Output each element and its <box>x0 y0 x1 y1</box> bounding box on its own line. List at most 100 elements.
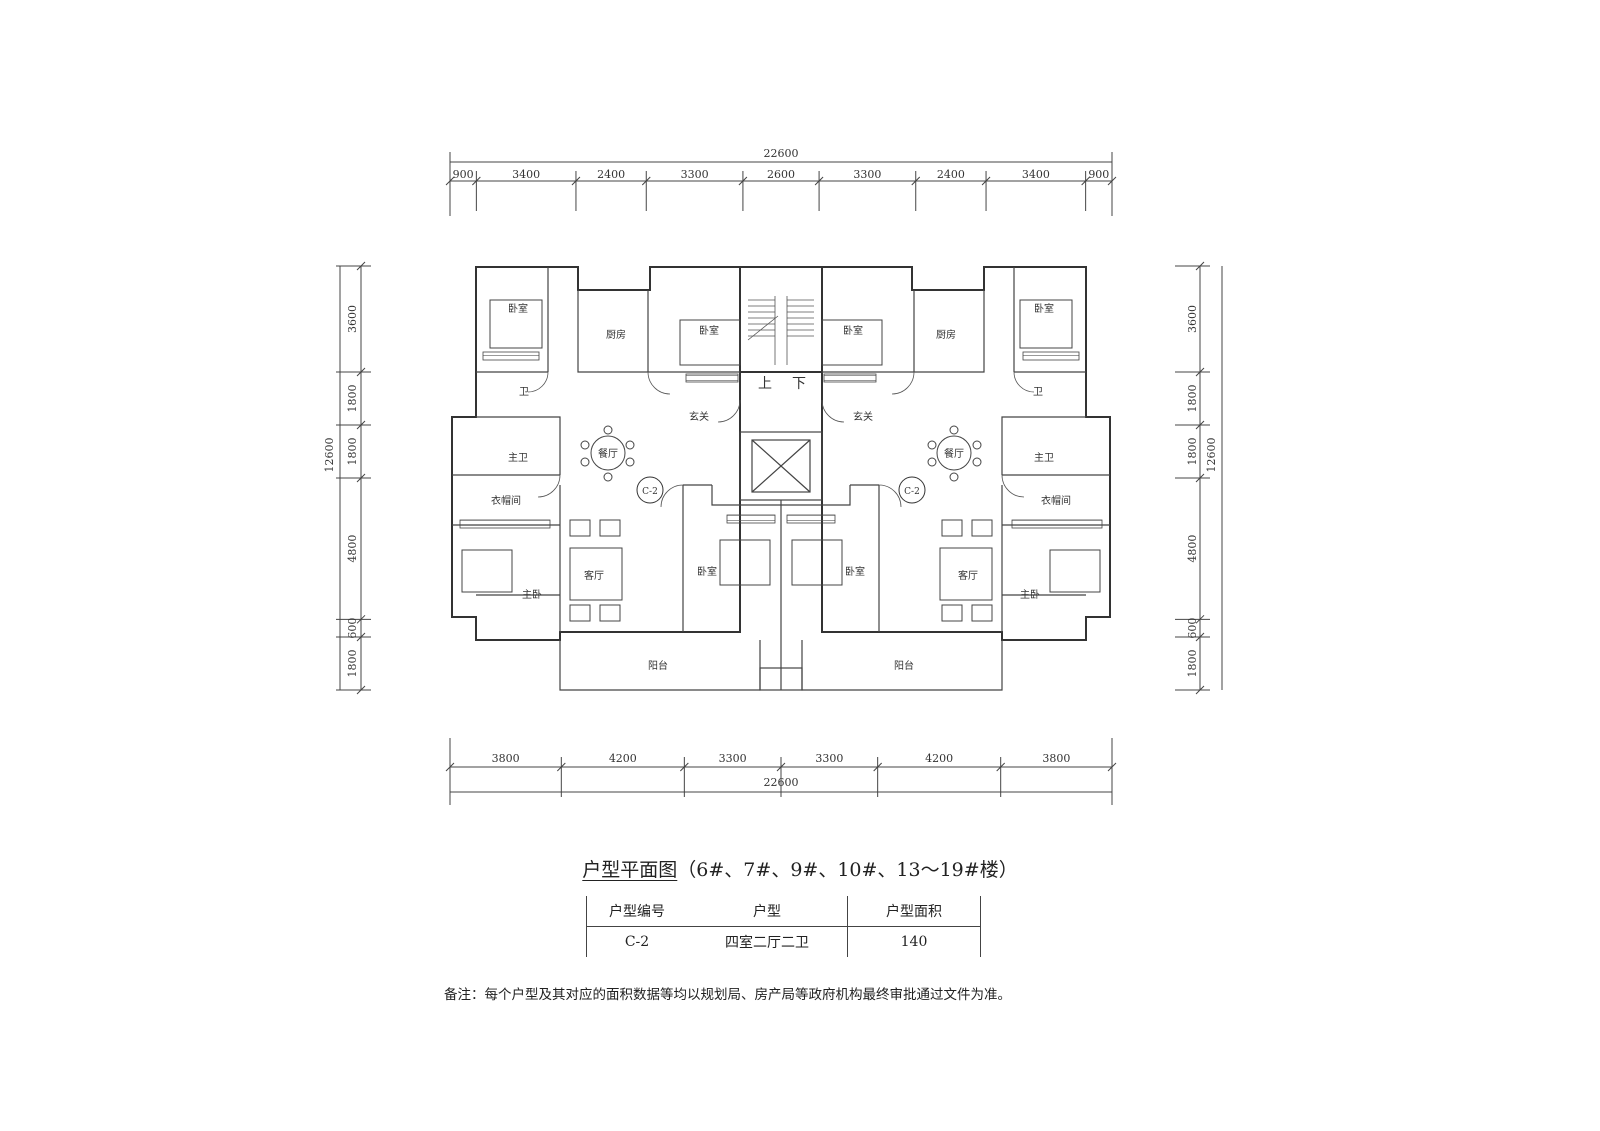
kitchen-label: 厨房 <box>606 328 626 341</box>
bedroom-label: 卧室 <box>508 302 528 315</box>
bottom-dim-label: 3300 <box>719 752 747 765</box>
living-label: 客厅 <box>958 569 978 582</box>
top-tick-slash <box>472 176 481 186</box>
right-tick-slash <box>1195 261 1205 271</box>
wardrobe-label: 衣帽间 <box>491 494 521 507</box>
foyer-label: 玄关 <box>853 410 873 423</box>
table-row: C-2 四室二厅二卫 140 <box>586 926 981 957</box>
top-tick-slash <box>445 176 455 186</box>
stairs <box>747 296 814 365</box>
plan-title-main: 户型平面图 <box>582 859 678 881</box>
header-unit-code: 户型编号 <box>586 896 687 927</box>
stair-down-label: 下 <box>792 376 806 392</box>
right-tick-slash <box>1195 420 1205 430</box>
bottom-tick-slash <box>445 762 455 772</box>
top-dim-label: 900 <box>453 168 474 181</box>
right-dim-label: 1800 <box>1186 438 1199 466</box>
left-tick-slash <box>356 614 366 624</box>
plan-title-sub: （6#、7#、9#、10#、13～19#楼） <box>677 859 1018 881</box>
left-tick-slash <box>356 261 366 271</box>
top-dim-label: 3300 <box>853 168 881 181</box>
top-total-dim: 22600 <box>764 147 799 160</box>
master-bath-label: 主卫 <box>508 452 528 464</box>
interior-walls <box>452 267 1110 691</box>
floor-plan: 22600 900 3400 2400 3300 2600 3300 2400 3400 900… <box>323 147 1223 805</box>
left-dim-label: 600 <box>346 618 359 639</box>
left-tick-slash <box>356 473 366 483</box>
balcony-label: 阳台 <box>648 659 668 672</box>
bottom-dim-label: 4200 <box>925 752 953 765</box>
top-tick-slash <box>814 176 824 186</box>
left-tick-slash <box>356 632 366 642</box>
top-tick-slash <box>981 176 991 186</box>
top-dim-label: 3400 <box>1022 168 1050 181</box>
bottom-dim-label: 4200 <box>609 752 637 765</box>
bottom-tick-slash <box>996 762 1006 772</box>
bottom-dim-label: 3800 <box>492 752 520 765</box>
right-tick-slash <box>1195 473 1205 483</box>
door-swings <box>527 371 1035 508</box>
bottom-dim-label: 3800 <box>1042 752 1070 765</box>
header-unit-area: 户型面积 <box>847 896 981 927</box>
right-tick-slash <box>1195 614 1205 624</box>
left-dim-label: 3600 <box>346 305 359 333</box>
kitchen-label: 厨房 <box>936 328 956 341</box>
right-dimensions <box>1175 261 1223 695</box>
bedroom-label: 卧室 <box>697 565 717 578</box>
top-dim-label: 900 <box>1088 168 1109 181</box>
left-tick-slash <box>356 367 366 377</box>
unit-tag: C-2 <box>642 487 658 497</box>
top-dim-label: 2400 <box>937 168 965 181</box>
dining-label: 餐厅 <box>598 447 618 460</box>
footnote: 备注：每个户型及其对应的面积数据等均以规划局、房产局等政府机构最终审批通过文件为… <box>444 987 1011 1003</box>
right-dim-label: 1800 <box>1186 385 1199 413</box>
bottom-tick-slash <box>1107 762 1117 772</box>
dining-label: 餐厅 <box>944 447 964 460</box>
right-tick-slash <box>1195 685 1205 695</box>
window-bands <box>459 351 1103 529</box>
top-dim-label: 3300 <box>681 168 709 181</box>
foyer-label: 玄关 <box>689 410 709 423</box>
bottom-tick-slash <box>556 762 566 772</box>
top-tick-slash <box>1107 176 1117 186</box>
bedroom-label: 卧室 <box>845 565 865 578</box>
cell-unit-type: 四室二厅二卫 <box>725 935 809 951</box>
plan-title: 户型平面图（6#、7#、9#、10#、13～19#楼） <box>0 855 1600 882</box>
right-dim-label: 3600 <box>1186 305 1199 333</box>
master-bedroom-label: 主卧 <box>1020 588 1040 601</box>
stair-up-label: 上 <box>758 376 772 392</box>
top-dimensions <box>445 152 1117 216</box>
balcony-label: 阳台 <box>894 659 914 672</box>
beds <box>461 299 1101 593</box>
top-tick-slash <box>641 176 651 186</box>
left-dim-label: 4800 <box>346 535 359 563</box>
table-header-row: 户型编号 户型 户型面积 <box>586 896 981 927</box>
left-dim-label: 1800 <box>346 385 359 413</box>
left-dim-label: 1800 <box>346 438 359 466</box>
left-tick-slash <box>356 685 366 695</box>
bottom-tick-slash <box>679 762 689 772</box>
right-dim-label: 600 <box>1186 618 1199 639</box>
bedroom-label: 卧室 <box>843 324 863 337</box>
right-tick-slash <box>1195 367 1205 377</box>
bottom-dimensions <box>445 738 1117 805</box>
master-bedroom-label: 主卧 <box>522 588 542 601</box>
bottom-tick-slash <box>873 762 883 772</box>
living-label: 客厅 <box>584 569 604 582</box>
top-dim-label: 2600 <box>767 168 795 181</box>
right-dim-label: 1800 <box>1186 650 1199 678</box>
bedroom-label: 卧室 <box>699 324 719 337</box>
top-tick-slash <box>911 176 921 186</box>
bath-label: 卫 <box>519 387 529 398</box>
left-tick-slash <box>356 420 366 430</box>
sofas <box>569 519 993 622</box>
wardrobe-label: 衣帽间 <box>1041 494 1071 507</box>
unit-tag: C-2 <box>904 487 920 497</box>
left-total-dim: 12600 <box>323 438 336 473</box>
bottom-tick-slash <box>776 762 786 772</box>
top-dim-label: 3400 <box>512 168 540 181</box>
top-tick-slash <box>738 176 748 186</box>
bedroom-label: 卧室 <box>1034 302 1054 315</box>
right-total-dim: 12600 <box>1205 438 1218 473</box>
top-dim-label: 2400 <box>597 168 625 181</box>
